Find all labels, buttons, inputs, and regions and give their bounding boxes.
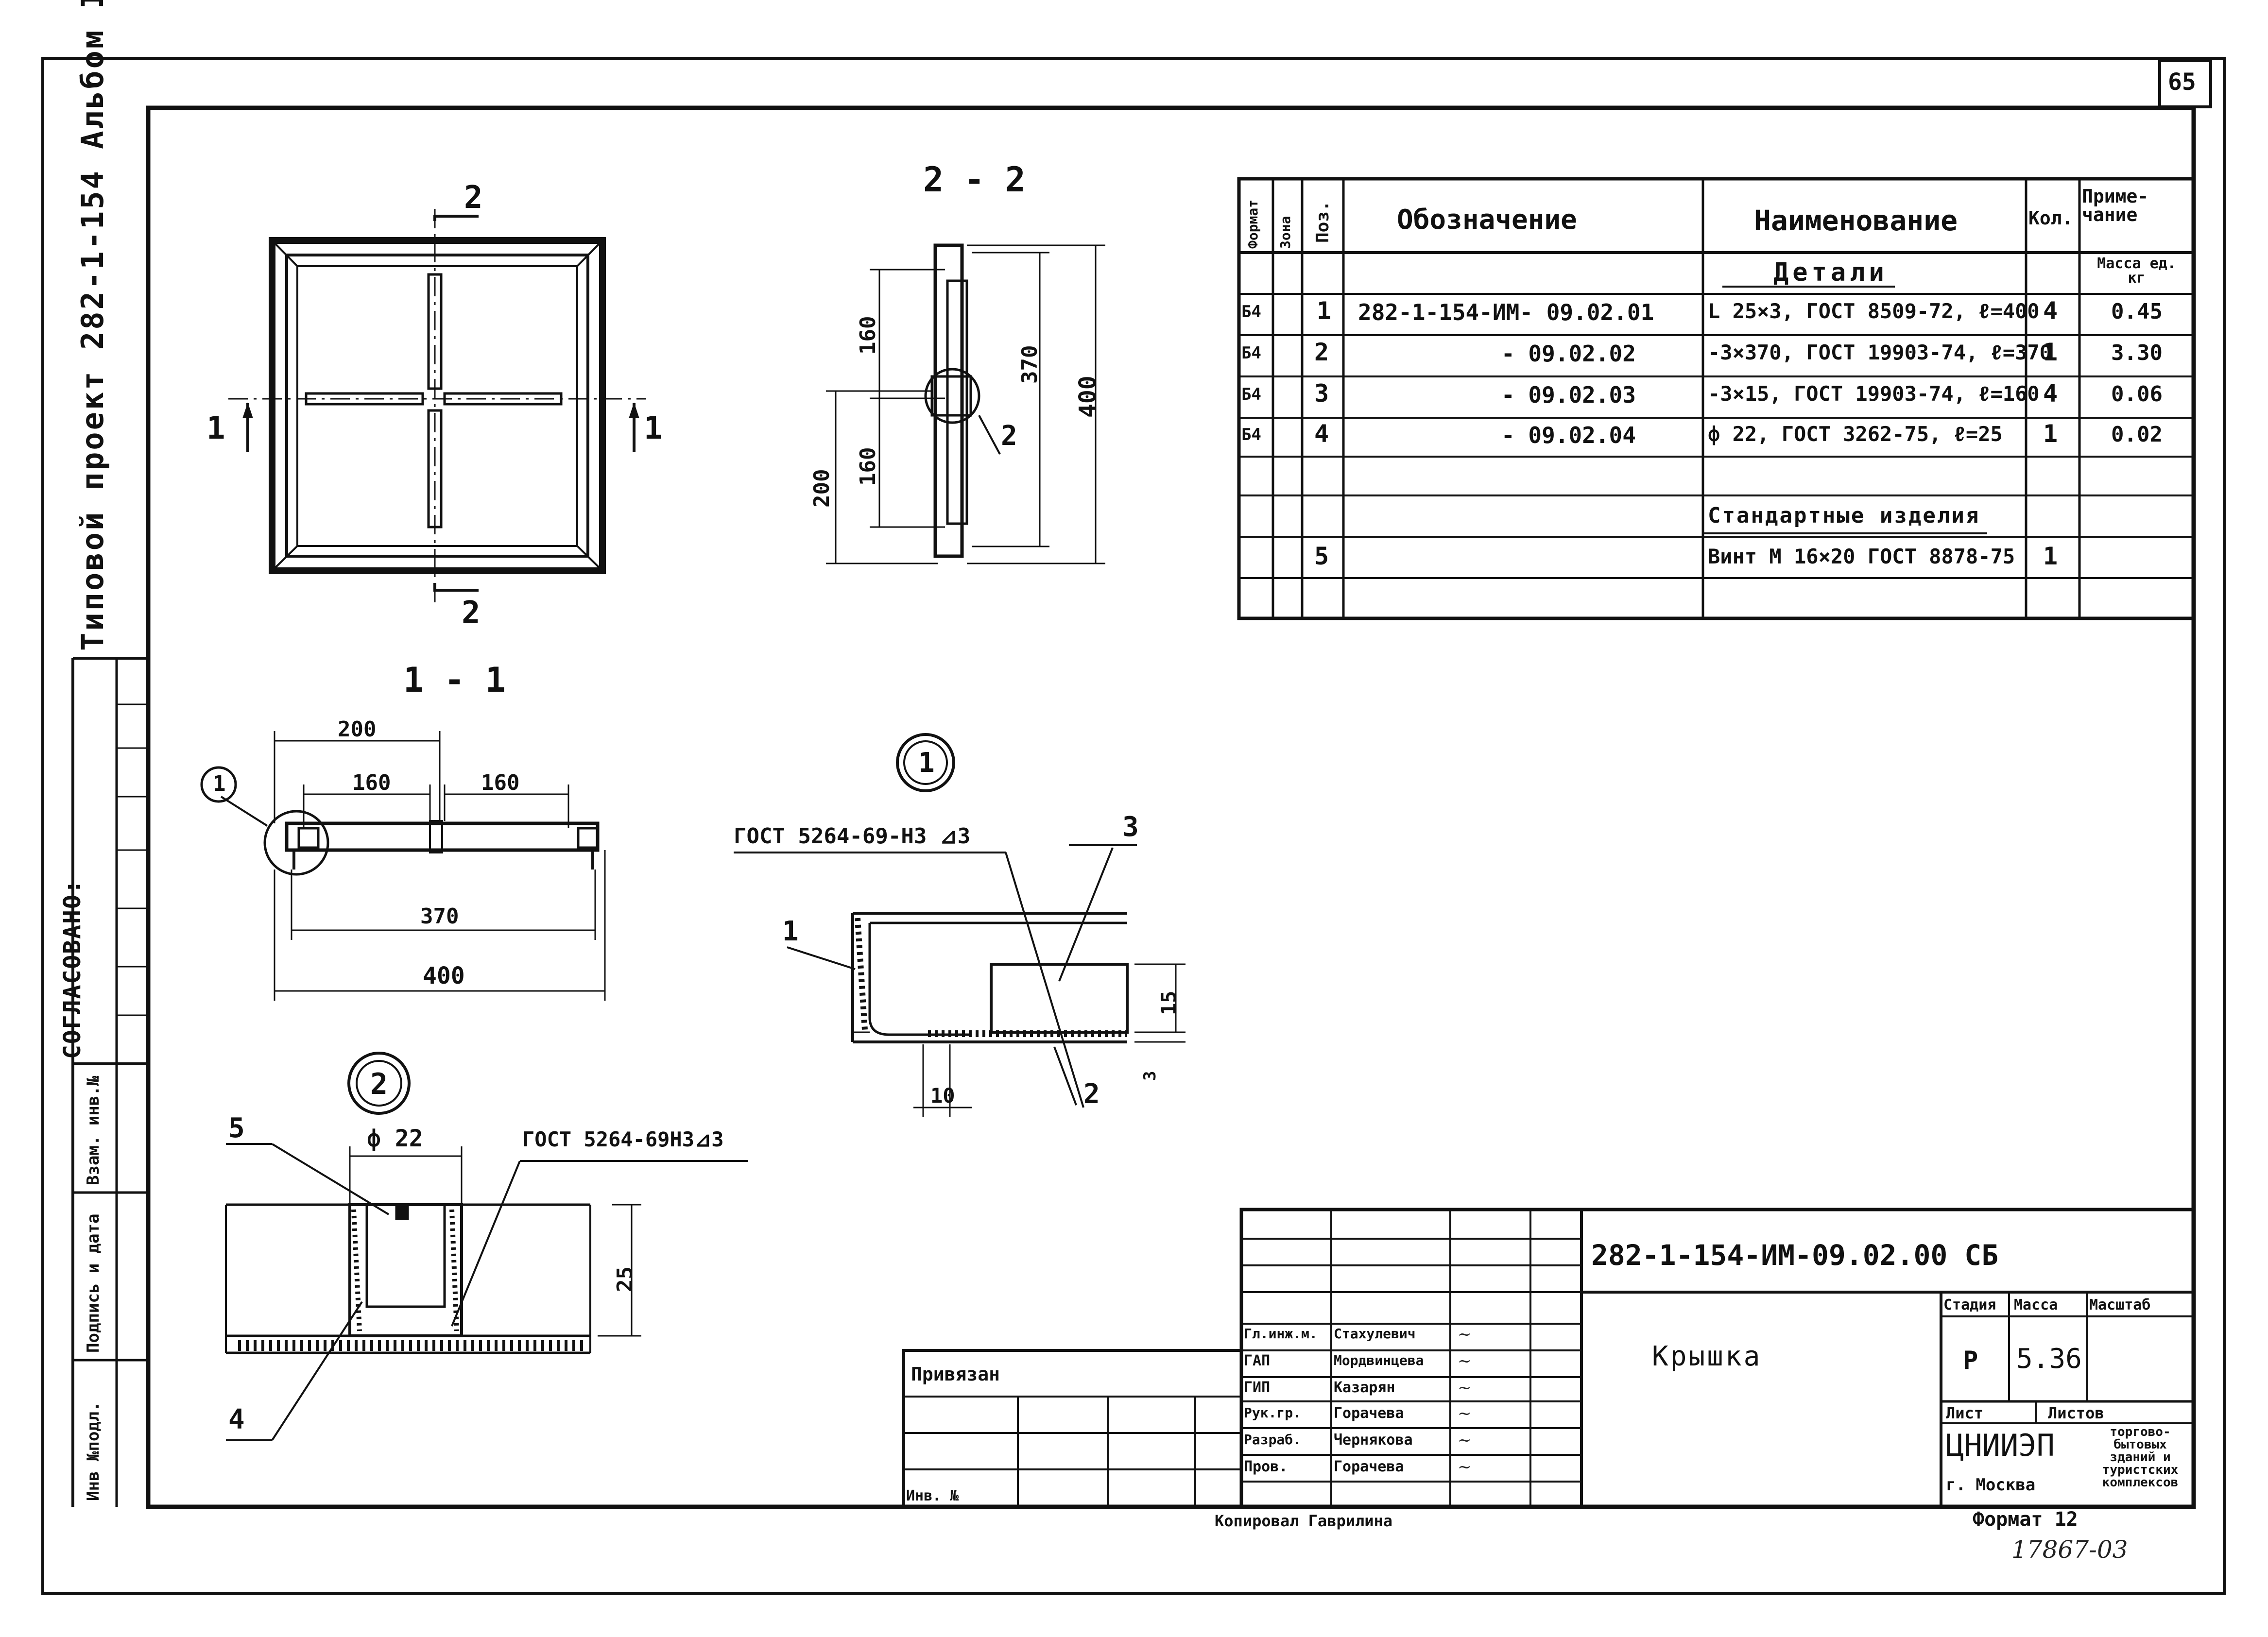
- outer-border: [41, 57, 2226, 1595]
- inner-frame: [146, 105, 2196, 1509]
- plan-view: [228, 209, 646, 602]
- spec-table: [1237, 177, 2196, 620]
- detail-1: [734, 733, 1186, 1117]
- section-2-2: [826, 243, 1105, 564]
- detail-2: [225, 1052, 748, 1441]
- section-1-1: [200, 731, 606, 1001]
- title-block: [902, 1208, 2196, 1509]
